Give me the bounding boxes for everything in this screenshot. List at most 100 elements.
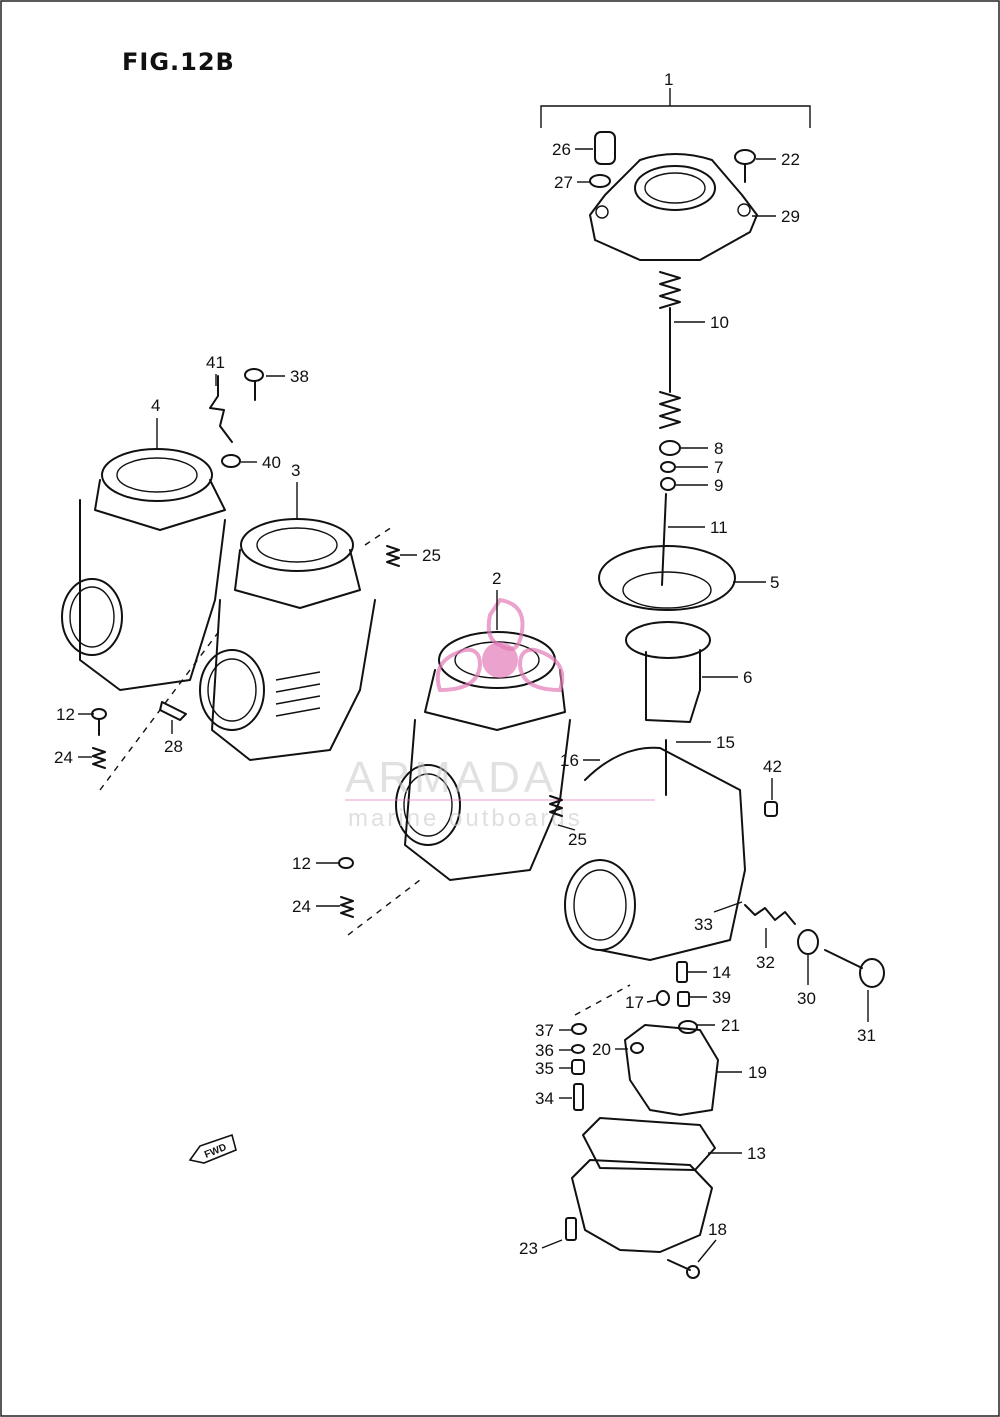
callout-37: 37 [535, 1021, 587, 1040]
svg-text:34: 34 [535, 1089, 554, 1108]
watermark-tagline: marine outboards [348, 805, 583, 832]
carburetor-4 [61, 448, 226, 691]
svg-text:19: 19 [748, 1063, 767, 1082]
callout-29: 29 [752, 207, 800, 226]
svg-text:16: 16 [560, 751, 579, 770]
callout-42: 42 [763, 757, 782, 817]
svg-text:8: 8 [714, 439, 723, 458]
callout-20: 20 [592, 1040, 644, 1059]
jet-needle-part [661, 493, 667, 586]
callout-35: 35 [535, 1059, 585, 1078]
spring-part [744, 904, 796, 925]
fwd-arrow: FWD [188, 1133, 237, 1164]
callout-32: 32 [756, 928, 775, 972]
callout-13: 13 [708, 1144, 766, 1163]
callout-33: 33 [694, 901, 743, 934]
callout-4: 4 [151, 396, 160, 448]
callout-19: 19 [716, 1063, 767, 1082]
callout-1: 1 [664, 70, 673, 89]
svg-text:30: 30 [797, 989, 816, 1008]
watermark: ARMADA marine outboards [345, 597, 655, 832]
callout-36: 36 [535, 1041, 585, 1060]
clip-part [660, 461, 676, 473]
callout-2: 2 [492, 569, 501, 630]
piston-valve-part [625, 621, 711, 723]
svg-text:40: 40 [262, 453, 281, 472]
svg-text:14: 14 [712, 963, 731, 982]
callout-14: 14 [676, 961, 731, 983]
svg-text:20: 20 [592, 1040, 611, 1059]
callout-18: 18 [667, 1220, 727, 1279]
top-cover-part [589, 153, 758, 261]
callout-27: 27 [554, 173, 590, 192]
svg-text:25: 25 [568, 830, 587, 849]
svg-text:24: 24 [292, 897, 311, 916]
svg-text:33: 33 [694, 915, 713, 934]
callout-21: 21 [678, 1016, 740, 1035]
callout-30: 30 [797, 955, 816, 1008]
svg-text:41: 41 [206, 353, 225, 372]
screw-part [244, 368, 264, 401]
callout-24: 24 [292, 896, 354, 918]
callout-12: 12 [292, 854, 354, 873]
spring-part [659, 271, 681, 429]
svg-text:32: 32 [756, 953, 775, 972]
screw-part [734, 149, 756, 183]
callout-3: 3 [291, 461, 300, 518]
svg-text:2: 2 [492, 569, 501, 588]
svg-text:24: 24 [54, 748, 73, 767]
screw-part [824, 949, 885, 988]
svg-text:5: 5 [770, 573, 779, 592]
svg-text:25: 25 [422, 546, 441, 565]
callout-39: 39 [677, 988, 731, 1007]
carburetor-body [564, 739, 746, 961]
svg-text:1: 1 [664, 70, 673, 89]
callout-9: 9 [676, 476, 723, 495]
callout-38: 38 [266, 367, 309, 386]
ring-part [589, 174, 611, 188]
callout-25: 25 [386, 545, 441, 567]
svg-text:39: 39 [712, 988, 731, 1007]
watermark-logo-icon [435, 597, 565, 693]
callout-34: 34 [535, 1083, 584, 1111]
svg-text:29: 29 [781, 207, 800, 226]
washer-part [797, 929, 819, 955]
svg-text:18: 18 [708, 1220, 727, 1239]
svg-text:31: 31 [857, 1026, 876, 1045]
callout-11: 11 [668, 518, 728, 537]
callout-31: 31 [857, 990, 876, 1045]
callout-12: 12 [56, 705, 107, 736]
callout-22: 22 [756, 150, 800, 169]
svg-text:22: 22 [781, 150, 800, 169]
callout-26: 26 [552, 140, 593, 159]
svg-text:12: 12 [292, 854, 311, 873]
plug-part [594, 131, 616, 165]
watermark-brand: ARMADA [345, 753, 557, 802]
callout-6: 6 [702, 668, 752, 687]
svg-text:6: 6 [743, 668, 752, 687]
svg-text:17: 17 [625, 993, 644, 1012]
callout-7: 7 [676, 458, 723, 477]
svg-text:35: 35 [535, 1059, 554, 1078]
gasket-part [582, 1117, 716, 1171]
assembly-bracket [540, 88, 811, 128]
washer-part [221, 454, 241, 468]
svg-text:9: 9 [714, 476, 723, 495]
float-part [624, 1024, 719, 1116]
svg-text:21: 21 [721, 1016, 740, 1035]
wire-clip-part [209, 375, 233, 443]
callout-40: 40 [241, 453, 281, 472]
svg-text:36: 36 [535, 1041, 554, 1060]
figure-title: FIG.12B [122, 48, 235, 76]
carburetor-3 [199, 518, 376, 761]
callout-41: 41 [206, 353, 225, 386]
callout-25: 25 [549, 795, 587, 849]
callout-5: 5 [733, 573, 779, 592]
svg-text:28: 28 [164, 737, 183, 756]
svg-text:4: 4 [151, 396, 160, 415]
svg-text:3: 3 [291, 461, 300, 480]
callout-24: 24 [54, 747, 106, 769]
callout-28: 28 [159, 701, 187, 756]
